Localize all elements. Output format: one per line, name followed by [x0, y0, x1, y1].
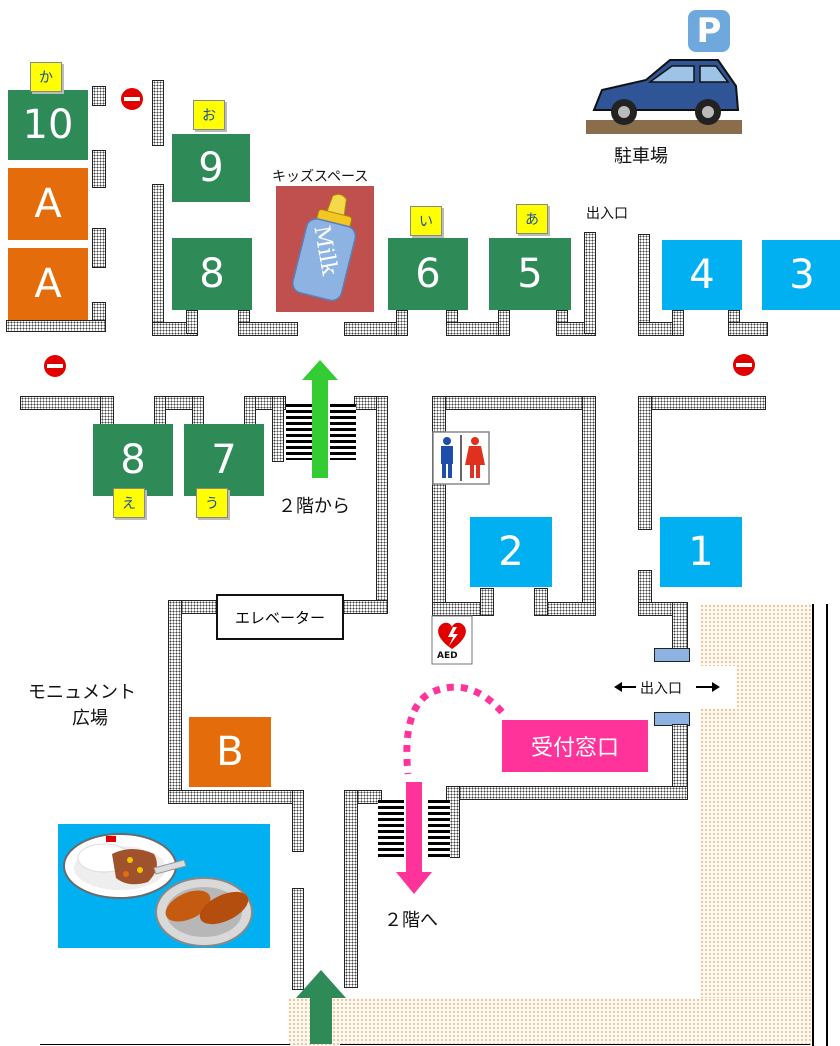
booth-2[interactable]: 2	[470, 517, 552, 587]
sticky-note-u: う	[196, 488, 228, 518]
stairs-icon	[428, 800, 450, 858]
sticky-note-i: い	[410, 206, 442, 236]
sticky-note-ka: か	[30, 62, 62, 92]
stairs-icon	[330, 404, 356, 460]
no-entry-icon	[44, 355, 66, 377]
toilet-icon	[432, 431, 490, 485]
booth-10[interactable]: 10	[8, 90, 88, 160]
booth-3[interactable]: 3	[762, 240, 840, 310]
booth-9[interactable]: 9	[172, 134, 250, 202]
stairs-icon	[286, 404, 312, 460]
parking-icon: P	[688, 10, 730, 52]
booth-4[interactable]: 4	[662, 240, 742, 310]
reception-desk[interactable]: 受付窓口	[502, 720, 648, 772]
stairs-icon	[378, 800, 404, 858]
door-upper[interactable]	[654, 648, 690, 662]
parking-label: 駐車場	[614, 146, 668, 167]
booth-5[interactable]: 5	[489, 238, 571, 310]
booth-1[interactable]: 1	[660, 517, 742, 587]
sticky-note-e: え	[113, 488, 145, 518]
booth-7[interactable]: 7	[184, 424, 264, 496]
outdoor-area	[288, 998, 812, 1046]
no-entry-icon	[733, 354, 755, 376]
dotted-path	[403, 683, 505, 775]
elevator[interactable]: エレベーター	[216, 594, 344, 640]
no-entry-icon	[121, 88, 143, 110]
entrance-top-label: 出入口	[586, 206, 628, 222]
main-entrance-arrow	[296, 970, 346, 1044]
up-arrow-from-2f	[302, 360, 338, 478]
sticky-note-o: お	[193, 100, 225, 130]
down-arrow-to-2f	[396, 782, 432, 894]
kids-space-label: キッズスペース	[272, 169, 369, 185]
to-2f-label: ２階へ	[384, 910, 438, 931]
booth-8-top[interactable]: 8	[172, 238, 252, 310]
booth-b[interactable]: B	[189, 717, 271, 787]
booth-6[interactable]: 6	[388, 238, 468, 310]
car-icon	[586, 59, 742, 134]
aed-icon	[431, 615, 473, 665]
entrance-side-label: 出入口	[640, 681, 682, 697]
booth-a-upper[interactable]: A	[8, 168, 88, 240]
booth-8-bottom[interactable]: 8	[93, 424, 173, 496]
curry-bread-icon	[63, 833, 253, 947]
plaza-label: 広場	[72, 708, 108, 729]
booth-a-lower[interactable]: A	[8, 248, 88, 320]
monument-label: モニュメント	[28, 682, 136, 703]
aed-label: AED	[437, 651, 458, 661]
milk-bottle-icon	[292, 193, 357, 302]
sticky-note-a: あ	[516, 204, 548, 234]
from-2f-label: ２階から	[278, 496, 350, 517]
